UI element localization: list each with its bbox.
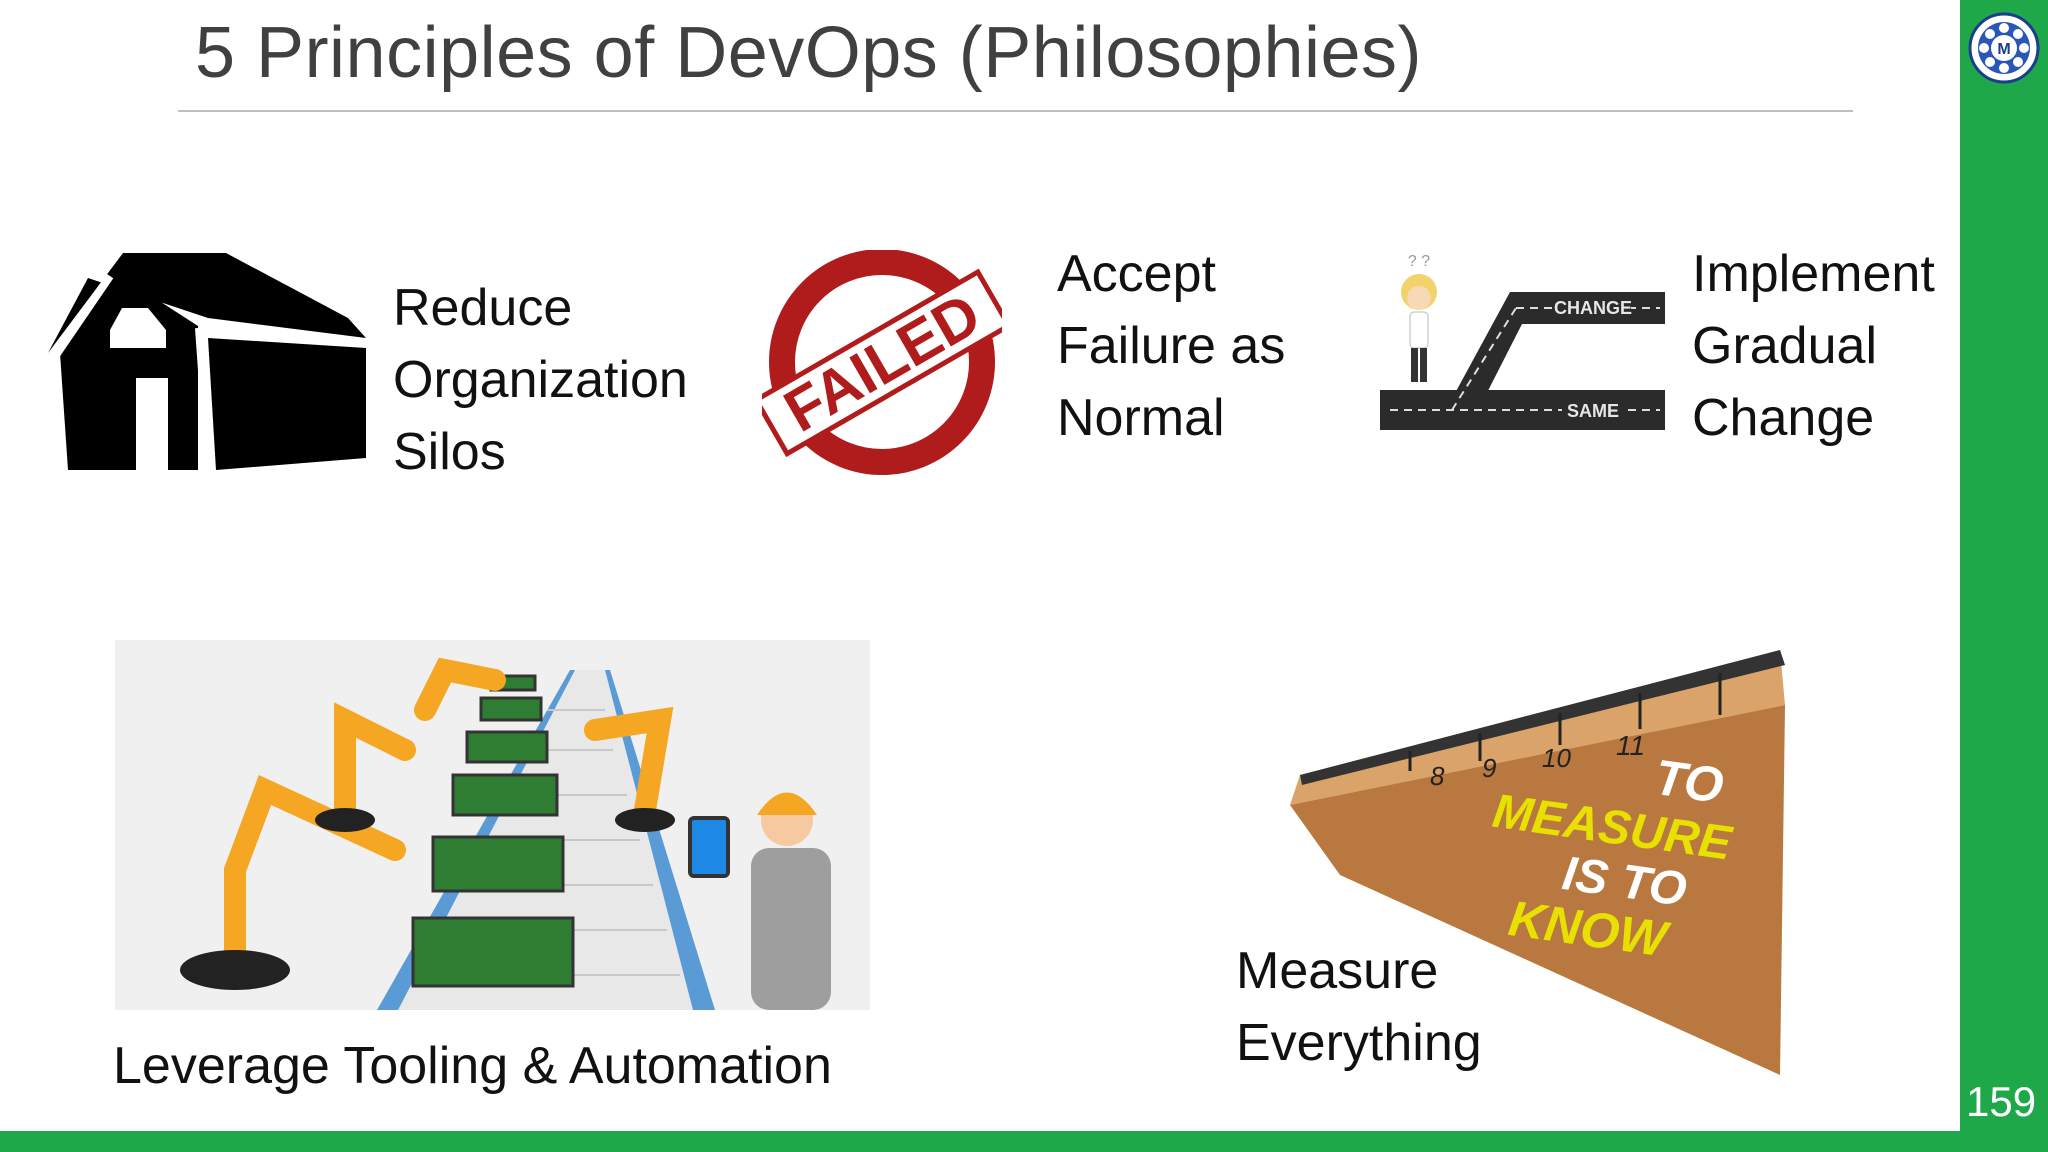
- caption-line: Accept: [1057, 245, 1216, 303]
- principle-measure-caption: Measure Everything: [1236, 935, 1482, 1079]
- principle-failure-caption: Accept Failure as Normal: [1057, 238, 1285, 454]
- ruler-number: 8: [1430, 761, 1445, 791]
- principle-tooling-caption: Leverage Tooling & Automation: [113, 1037, 832, 1095]
- page-number: 159: [1966, 1078, 2037, 1125]
- ruler-number: 11: [1616, 730, 1645, 761]
- barn-icon: [48, 253, 366, 470]
- road-label-same: SAME: [1567, 401, 1619, 421]
- caption-line: Silos: [393, 423, 506, 481]
- caption-line: Normal: [1057, 389, 1225, 447]
- caption-line: Organization: [393, 351, 688, 409]
- title-underline: [178, 110, 1853, 112]
- side-accent-bar: [1960, 0, 2048, 1152]
- ruler-number: 9: [1482, 753, 1496, 783]
- bottom-accent-bar: [0, 1131, 2048, 1152]
- failed-stamp-icon: FAILED: [762, 250, 1002, 475]
- assembly-line-icon: [115, 640, 870, 1010]
- caption-line: Reduce: [393, 279, 573, 337]
- technician: [688, 792, 831, 1010]
- slide-title: 5 Principles of DevOps (Philosophies): [195, 13, 1423, 93]
- ruler-slogan: TO: [1651, 749, 1727, 814]
- principle-change-caption: Implement Gradual Change: [1692, 238, 1935, 454]
- caption-line: Everything: [1236, 1014, 1482, 1072]
- road-fork-icon: CHANGE SAME ? ?: [1380, 253, 1665, 430]
- caption-line: Change: [1692, 389, 1875, 447]
- svg-text:? ?: ? ?: [1408, 253, 1430, 270]
- caption-line: Measure: [1236, 942, 1439, 1000]
- thinking-person: ? ?: [1401, 253, 1437, 382]
- logo-letter: M: [1997, 41, 2010, 58]
- caption-line: Failure as: [1057, 317, 1286, 375]
- ruler-icon: 8 9 10 11 TO MEASURE IS TO KNOW: [1290, 650, 1785, 1075]
- principle-silos-caption: Reduce Organization Silos: [393, 272, 688, 488]
- college-seal-icon: M: [1968, 12, 2040, 84]
- caption-line: Gradual: [1692, 317, 1877, 375]
- ruler-number: 10: [1542, 743, 1571, 773]
- caption-line: Implement: [1692, 245, 1935, 303]
- road-label-change: CHANGE: [1554, 298, 1632, 318]
